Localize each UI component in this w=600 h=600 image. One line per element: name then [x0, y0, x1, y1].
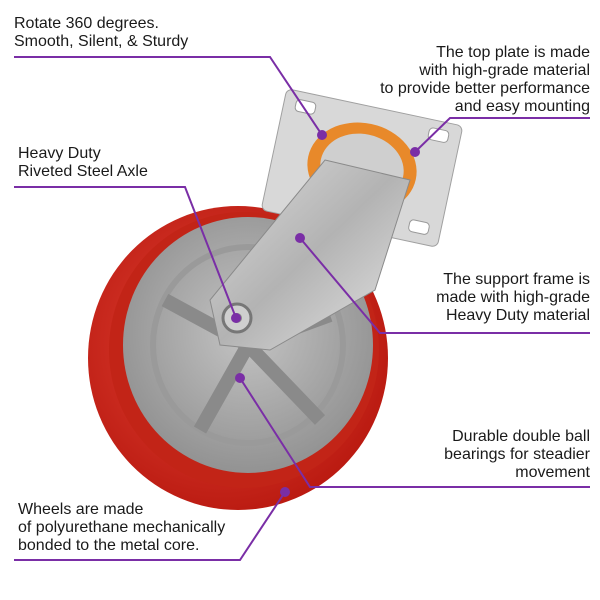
callout-line: Heavy Duty: [18, 145, 101, 162]
callout-line: with high-grade material: [419, 62, 590, 79]
callout-line: made with high-grade: [436, 289, 590, 306]
core-ring: [150, 244, 346, 446]
callout-line: Durable double ball: [452, 428, 590, 445]
callout-bearings: Durable double ball bearings for steadie…: [444, 428, 590, 482]
callout-line: and easy mounting: [454, 98, 590, 115]
callout-wheel: Wheels are made of polyurethane mechanic…: [18, 501, 225, 555]
callout-line: to provide better performance: [380, 80, 590, 97]
callout-line: bearings for steadier: [444, 446, 590, 463]
callout-line: Rotate 360 degrees.: [14, 15, 159, 32]
callout-line: The support frame is: [443, 271, 590, 288]
leader-lines: [14, 56, 590, 561]
callout-line: of polyurethane mechanically: [18, 519, 226, 536]
callout-rotate: Rotate 360 degrees. Smooth, Silent, & St…: [14, 15, 188, 51]
callout-line: Heavy Duty material: [445, 307, 590, 324]
callout-line: Wheels are made: [18, 501, 144, 518]
support-frame: [209, 159, 411, 351]
callout-line: The top plate is made: [436, 44, 590, 61]
callout-line: Riveted Steel Axle: [18, 163, 148, 180]
callout-line: Smooth, Silent, & Sturdy: [14, 33, 189, 50]
callout-line: bonded to the metal core.: [18, 537, 200, 554]
callout-top-plate: The top plate is made with high-grade ma…: [380, 44, 590, 116]
callout-line: movement: [515, 464, 590, 481]
callout-support-frame: The support frame is made with high-grad…: [436, 271, 590, 325]
leader-dots: [231, 130, 420, 497]
callout-axle: Heavy Duty Riveted Steel Axle: [18, 145, 148, 181]
